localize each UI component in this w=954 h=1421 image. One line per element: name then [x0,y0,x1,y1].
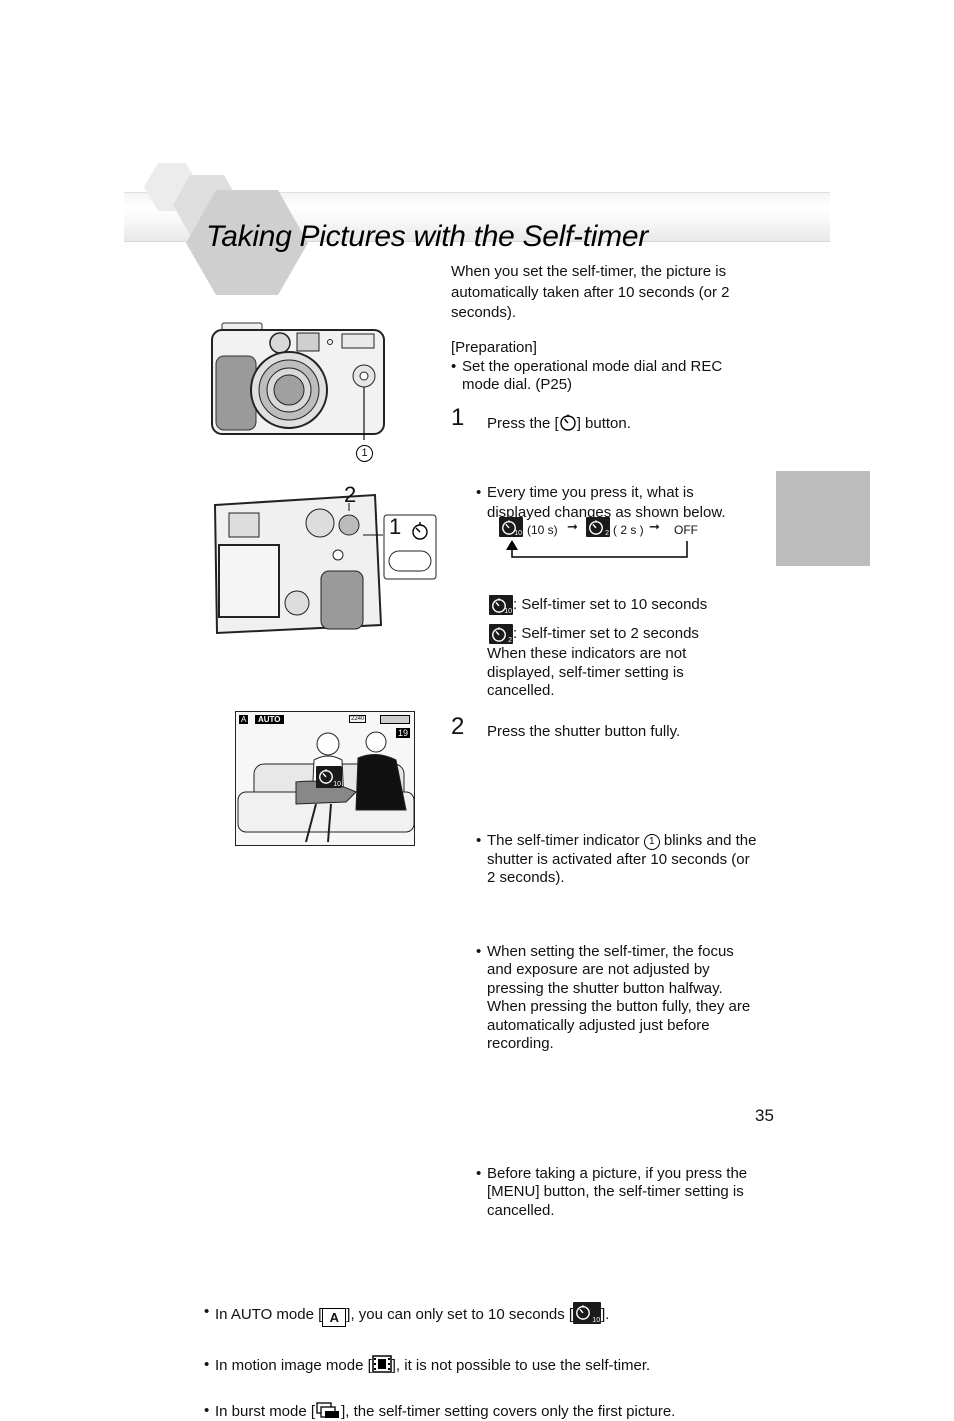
self-timer-icon [560,414,576,431]
step-2-bullet-1: The self-timer indicator 1 blinks and th… [476,832,759,888]
auto-mode-icon: A [239,715,249,724]
burst-mode-icon [316,1402,340,1418]
note-burst-mode: In burst mode [], the self-timer setting… [204,1401,775,1421]
legend-10s: 10: Self-timer set to 10 seconds [489,595,708,616]
step-1-text-before: Press the [ [487,415,559,432]
timer-2s-icon: 2 [489,624,513,645]
callout-side-1: 1 [389,514,402,539]
step-2-instruction: Press the shutter button fully. [487,723,681,740]
hexagon-decoration [144,163,308,295]
lcd-self-timer-icon: 10 [316,766,342,788]
timer-cycle-diagram: 10 (10 s) ➞ 2 ( 2 s ) ➞ OFF [499,517,709,562]
lcd-resolution: 2240 [349,715,367,723]
arrow-right-icon: ➞ [649,519,660,534]
preparation-label: [Preparation] [451,339,537,356]
timer-10s-icon: 10 [499,517,523,537]
callout-2: 2 [344,482,357,507]
legend-10s-text: : Self-timer set to 10 seconds [513,596,708,613]
section-tab [776,471,870,566]
auto-mode-icon: A [322,1308,347,1327]
timer-10s-icon: 10 [573,1302,602,1324]
camera-front-illustration [211,322,385,440]
cycle-item-10s: (10 s) [527,523,558,537]
cycle-return-arrow [506,540,688,558]
step-1-number: 1 [451,404,465,431]
page-number: 35 [755,1106,774,1125]
step-2-bullet-3: Before taking a picture, if you press th… [476,1165,759,1221]
timer-10s-icon: 10 [489,595,513,616]
intro-text: When you set the self-timer, the picture… [451,263,730,321]
camera-back-illustration [213,493,437,635]
cycle-item-off: OFF [674,523,698,537]
people-on-sofa-illustration [237,731,414,843]
callout-1: 1 [356,444,373,462]
lcd-count: 19 [396,728,411,738]
page-title: Taking Pictures with the Self-timer [206,220,648,253]
motion-image-icon [372,1355,392,1373]
step-2-bullet-2: When setting the self-timer, the focus a… [476,943,759,1054]
lcd-preview-illustration: A AUTO 2240 19 10 [235,711,415,846]
note-motion-mode: In motion image mode [], it is not possi… [204,1355,775,1375]
preparation-item: Set the operational mode dial and REC mo… [451,358,752,394]
legend-note: When these indicators are not displayed,… [487,645,687,699]
legend-2s: 2: Self-timer set to 2 seconds [489,624,699,645]
cycle-item-2s: ( 2 s ) [613,523,644,537]
step-1-instruction: Press the [ ] button. [487,413,631,433]
step-2-number: 2 [451,713,465,740]
indicator-callout: 1 [643,834,660,850]
timer-2s-icon: 2 [586,517,610,537]
legend-2s-text: : Self-timer set to 2 seconds [513,625,699,642]
battery-icon [380,715,410,724]
arrow-right-icon: ➞ [567,519,578,534]
note-auto-mode: In AUTO mode [A], you can only set to 10… [204,1302,775,1327]
lcd-mode: AUTO [255,715,284,724]
step-1-text-after: ] button. [576,415,631,432]
step-1-bullet: Every time you press it, what is display… [476,483,757,522]
